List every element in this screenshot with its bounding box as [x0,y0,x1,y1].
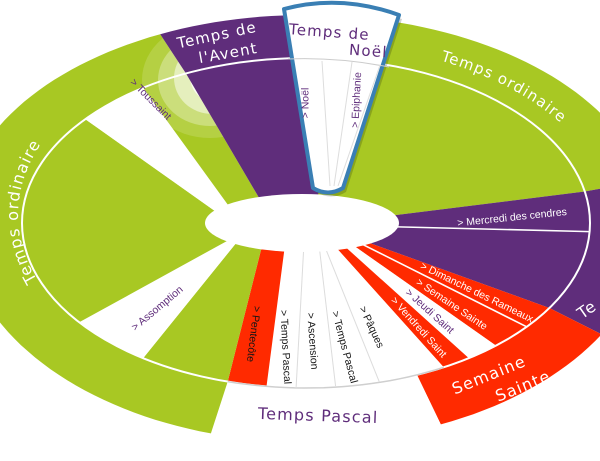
slice-ascension[interactable] [296,249,336,389]
slice-toussaint[interactable] [85,87,230,213]
noel-ring-divider [287,58,390,68]
inner-feast-ring [22,59,590,389]
season-label-temps-pascal: Temps Pascal [257,404,379,427]
slice-assomption[interactable] [79,239,237,359]
slice-temps-pascal-1[interactable] [319,249,380,388]
slice-temps-ordinaire-left-a[interactable] [143,242,262,382]
slice-paques[interactable] [325,248,444,383]
feast-label-ascension: > Ascension [304,312,320,370]
season-label-noel-line1: Temps de [287,20,370,44]
slice-temps-pascal-2[interactable] [266,249,304,388]
divider-rameaux-semaine-sainte [360,242,528,328]
divider-paques-temps-pascal [325,248,380,383]
noel-slice-divider [337,64,381,187]
feast-label-noel: > Noël [300,88,312,119]
divider-temps-pascal-ascension [319,249,337,388]
center-hub [205,194,399,252]
outer-season-ring [0,19,600,442]
season-noel-group[interactable] [282,0,402,197]
slice-pentecote[interactable] [227,247,285,387]
slice-dimanche-des-rameaux[interactable] [361,242,550,327]
slice-vendredi-saint[interactable] [336,246,469,368]
ring-separator-shadow [227,366,444,389]
season-wedge-temps-ordinaire-right[interactable] [365,19,600,192]
feast-label-epiphanie: > Epiphanie [349,72,364,128]
slice-temps-ordinaire-right[interactable] [311,59,585,216]
noel-slice-divider [333,61,353,187]
slice-avent[interactable] [186,58,331,200]
season-wedge-semaine-sainte[interactable] [417,308,600,425]
season-wedge-temps-ordinaire-left[interactable] [0,34,228,434]
season-wedge-noel[interactable] [282,0,401,195]
slice-jeudi-saint[interactable] [345,245,496,359]
slice-temps-ordinaire-left-b[interactable] [22,119,230,323]
slice-careme[interactable] [367,191,590,309]
feast-label-temps-pascal-2: > Temps Pascal [277,310,293,385]
slice-temps-ordinaire-left-c[interactable] [143,73,261,208]
slice-semaine-sainte[interactable] [353,243,527,346]
noel-slice-divider [321,60,331,187]
season-label-noel-line2: Noël [348,41,388,62]
divider-ascension-temps-pascal [295,249,305,388]
season-wedge-careme[interactable] [549,181,600,334]
divider-mercredi-des-cendres [393,225,590,233]
season-wedge-temps-pascal[interactable] [210,374,441,442]
